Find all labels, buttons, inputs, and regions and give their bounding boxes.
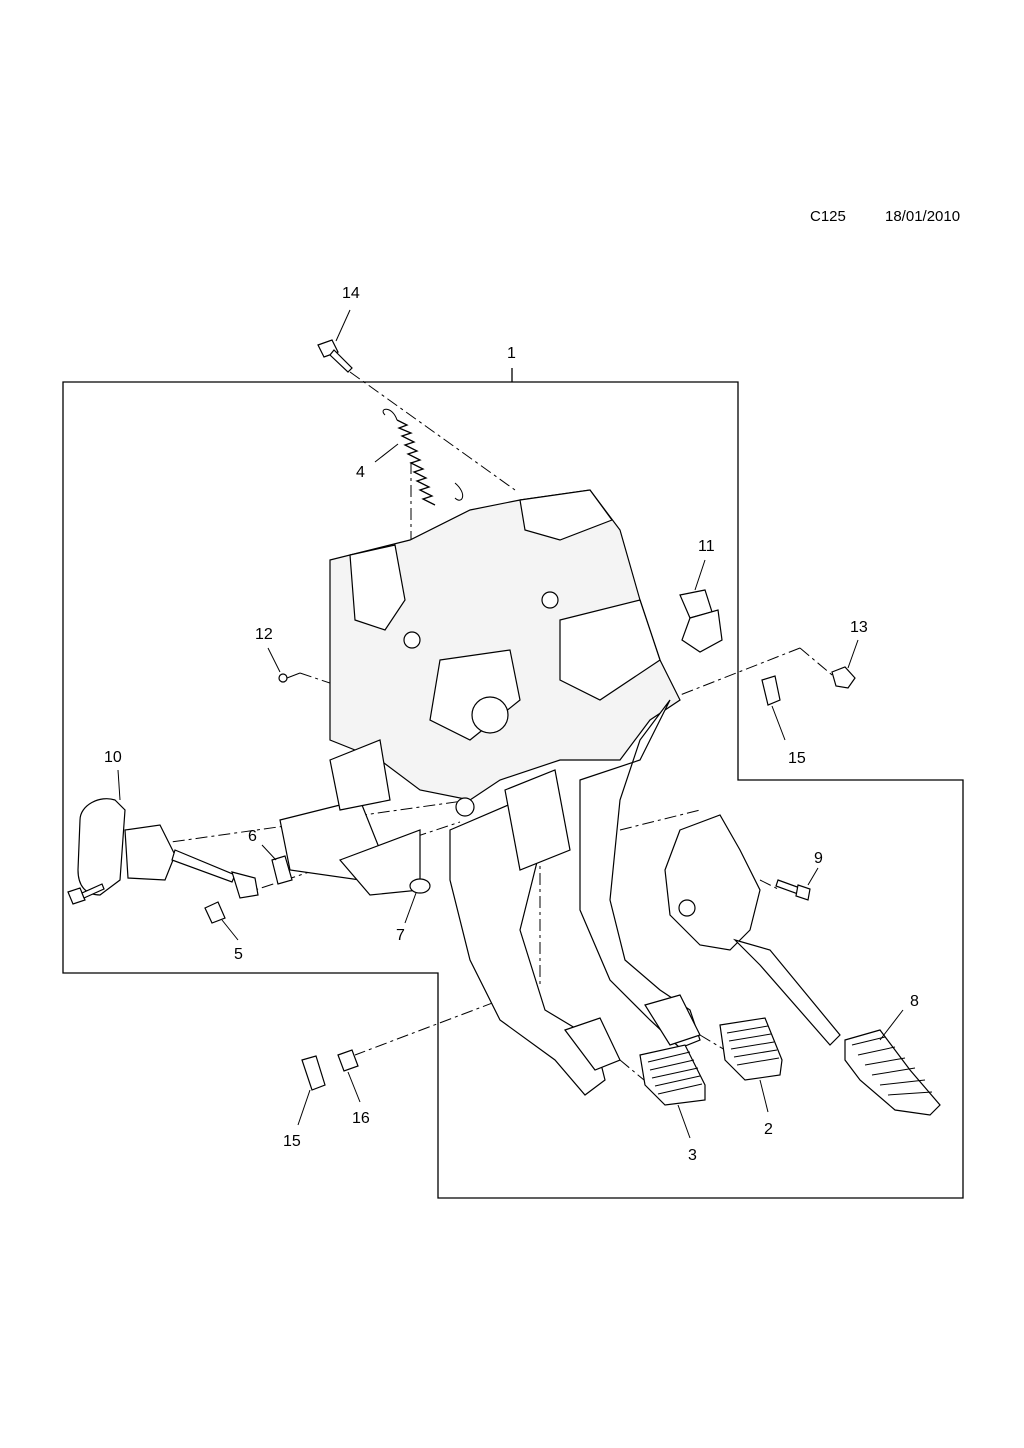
callout-1: 1 bbox=[507, 345, 516, 362]
pedal-bracket-1 bbox=[279, 489, 681, 896]
assembly-boundary bbox=[62, 381, 964, 1199]
callout-14: 14 bbox=[342, 285, 360, 302]
callout-5: 5 bbox=[234, 946, 243, 963]
brake-pedal-arm bbox=[579, 699, 701, 1049]
clutch-pedal-arm bbox=[449, 769, 621, 1096]
callout-10: 10 bbox=[104, 749, 122, 766]
bolt-9 bbox=[775, 867, 819, 901]
return-spring-4 bbox=[374, 408, 464, 506]
callout-6: 6 bbox=[248, 828, 257, 845]
accelerator-pedal-8 bbox=[664, 814, 941, 1116]
clutch-pedal-pad-3 bbox=[639, 1044, 706, 1106]
bolt-14 bbox=[317, 309, 353, 373]
callout-7: 7 bbox=[396, 927, 405, 944]
pin-12 bbox=[267, 647, 301, 683]
callout-13: 13 bbox=[850, 619, 868, 636]
pin-5 bbox=[204, 901, 239, 941]
bushing-16 bbox=[337, 1049, 361, 1103]
callout-16: 16 bbox=[352, 1110, 370, 1127]
callout-labels: 14 1 4 11 12 13 15 10 6 9 7 5 8 15 16 2 … bbox=[104, 285, 919, 1164]
callout-3: 3 bbox=[688, 1147, 697, 1164]
callout-11: 11 bbox=[698, 538, 715, 555]
switch-11 bbox=[679, 559, 723, 653]
clip-15-upper bbox=[761, 675, 786, 741]
nut-13 bbox=[831, 639, 859, 689]
bumper-7 bbox=[404, 878, 431, 924]
callout-2: 2 bbox=[764, 1121, 773, 1138]
callout-15-lower: 15 bbox=[283, 1133, 301, 1150]
callout-4: 4 bbox=[356, 464, 365, 481]
bolt-cylinder bbox=[67, 883, 105, 905]
clip-6 bbox=[261, 844, 293, 885]
callout-12: 12 bbox=[255, 626, 273, 643]
diagram-date: 18/01/2010 bbox=[885, 208, 961, 225]
diagram-code: C125 bbox=[810, 208, 846, 225]
callout-15-upper: 15 bbox=[788, 750, 806, 767]
clip-15-lower bbox=[297, 1055, 326, 1126]
callout-9: 9 bbox=[814, 850, 823, 867]
callout-8: 8 bbox=[910, 993, 919, 1010]
clutch-master-cylinder-10 bbox=[77, 769, 259, 899]
brake-pedal-pad-2 bbox=[719, 1017, 783, 1081]
